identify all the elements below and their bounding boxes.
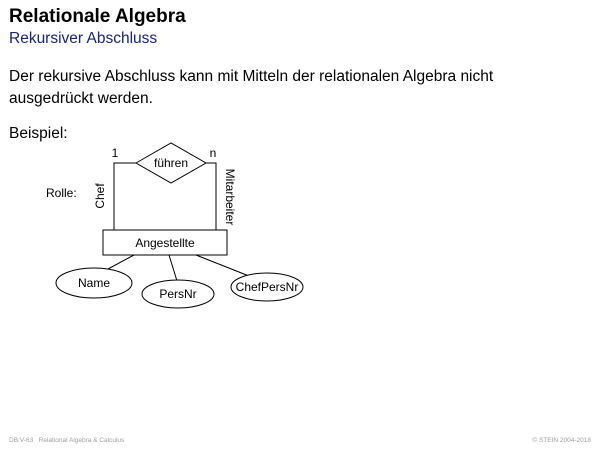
entity-box — [102, 229, 228, 256]
footer-copyright: © STEIN 2004-2018 — [532, 437, 591, 444]
attr-line-chefpersnr — [195, 254, 250, 277]
attribute-label-chefpersnr: ChefPersNr — [236, 280, 299, 294]
example-label: Beispiel: — [9, 125, 68, 142]
relationship-diamond — [134, 142, 208, 184]
cardinality-right: n — [210, 146, 217, 160]
cardinality-left: 1 — [112, 146, 119, 160]
attribute-label-persnr: PersNr — [159, 287, 196, 301]
role-label: Rolle: — [46, 186, 77, 200]
chef-role-line — [113, 162, 136, 230]
footer-section: Relational Algebra & Calculus — [38, 437, 125, 444]
body-paragraph: Der rekursive Abschluss kann mit Mitteln… — [9, 68, 494, 107]
attr-line-persnr — [168, 254, 178, 282]
mitarbeiter-role-line — [206, 162, 217, 230]
slide-title: Relationale Algebra — [9, 6, 186, 27]
footer-slide-id: DB:V-63 — [9, 437, 34, 444]
attribute-label-name: Name — [78, 276, 110, 290]
footer-left: DB:V-63 Relational Algebra & Calculus — [9, 437, 124, 445]
attribute-ellipse-persnr — [141, 279, 215, 309]
attribute-ellipse-chefpersnr — [230, 272, 304, 302]
attribute-ellipse-name — [55, 267, 133, 299]
role-mitarbeiter-label: Mitarbeiter — [223, 169, 237, 226]
relationship-label: führen — [154, 156, 188, 170]
entity-label: Angestellte — [135, 236, 195, 250]
attr-line-name — [107, 254, 135, 270]
role-chef-label: Chef — [93, 183, 107, 209]
slide-subtitle: Rekursiver Abschluss — [9, 30, 158, 47]
